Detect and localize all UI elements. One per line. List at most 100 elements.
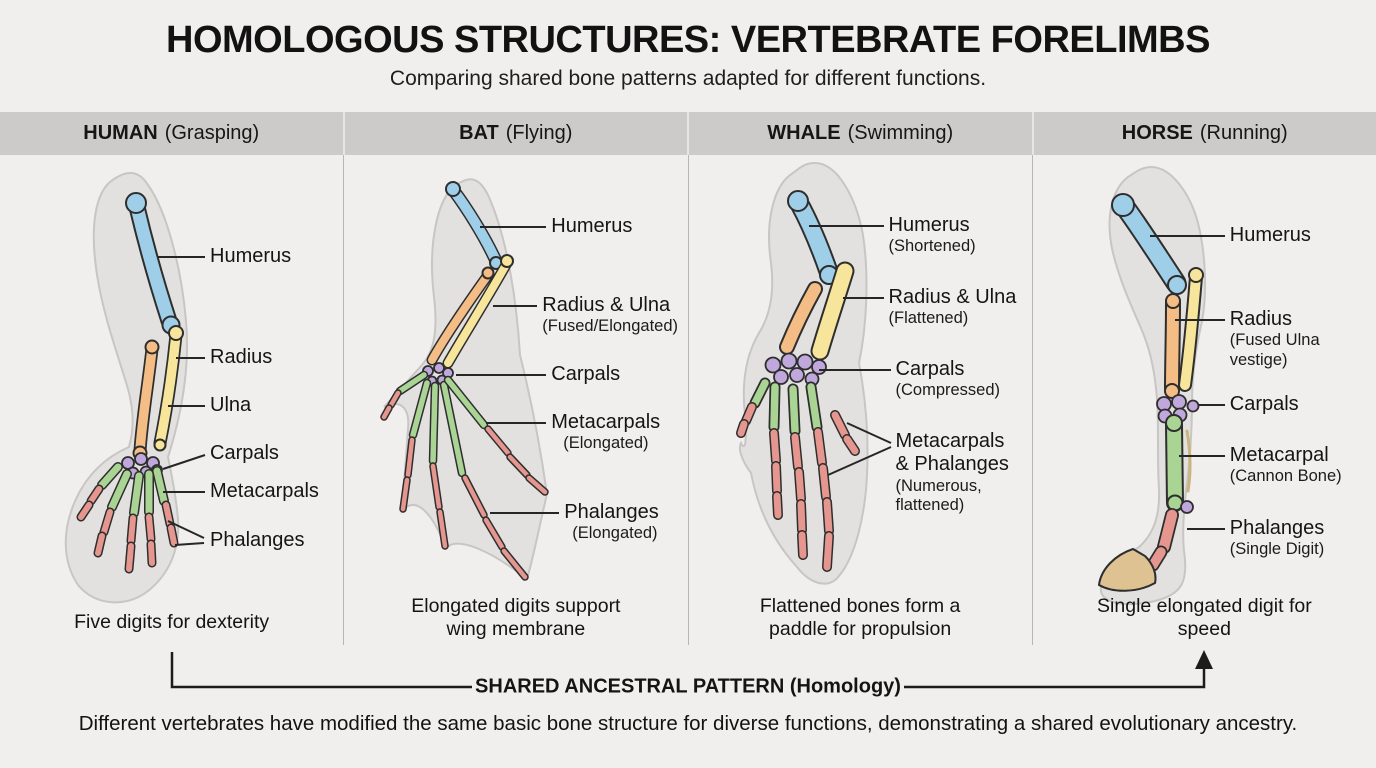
label-humerus: Humerus	[1230, 224, 1311, 247]
label-radius-ulna: Radius & Ulna (Flattened)	[889, 286, 1017, 329]
label-sub: (Shortened)	[888, 237, 976, 256]
leader-lines	[1149, 235, 1225, 530]
label-text: Metacarpals	[895, 430, 1005, 452]
label-sub: (Cannon Bone)	[1229, 467, 1342, 486]
caption-bat: Elongated digits support wing membrane	[344, 595, 687, 641]
label-text: Radius & Ulna	[888, 286, 1017, 308]
label-text: Phalanges	[564, 501, 659, 523]
hoof	[1097, 547, 1157, 592]
radius-bone	[778, 281, 823, 355]
caption-text: Five digits for dexterity	[74, 611, 270, 633]
label-sub: (Elongated)	[563, 434, 649, 453]
columns-area: Humerus Radius Ulna Carpals Metacarpals …	[0, 155, 1376, 645]
humerus-bone	[786, 190, 839, 285]
label-humerus: Humerus	[551, 215, 632, 238]
metacarpal-bones	[749, 377, 822, 437]
label-phalanges: Phalanges	[210, 529, 305, 552]
human-forelimb-illustration	[64, 172, 206, 604]
label-metacarpals: Metacarpals	[210, 480, 319, 503]
phalanx-bones	[735, 402, 860, 572]
label-sub: (Fused Ulna	[1229, 331, 1320, 350]
column-header-bat: BAT (Flying)	[345, 112, 689, 155]
radius-bone	[1163, 293, 1181, 399]
label-carpals: Carpals	[210, 442, 279, 465]
phalanx-bones	[76, 484, 179, 574]
column-header-whale: WHALE (Swimming)	[689, 112, 1034, 155]
label-phalanges: Phalanges (Single Digit)	[1230, 517, 1325, 560]
header: HOMOLOGOUS STRUCTURES: VERTEBRATE FORELI…	[0, 0, 1376, 112]
label-text: Radius	[1229, 308, 1293, 330]
label-text: Humerus	[888, 214, 970, 236]
page-subtitle: Comparing shared bone patterns adapted f…	[389, 67, 987, 90]
label-text: Metacarpal	[1229, 444, 1329, 466]
label-metacarpal: Metacarpal (Cannon Bone)	[1230, 444, 1342, 487]
humerus-bone	[1110, 193, 1187, 295]
animal-name: BAT	[459, 122, 499, 144]
ulna-bone	[810, 261, 854, 361]
label-text: Carpals	[1229, 393, 1299, 415]
animal-name: HUMAN	[83, 122, 158, 144]
horse-foreleg-illustration	[1097, 165, 1225, 606]
label-sub: (Fused/Elongated)	[542, 317, 678, 336]
column-header-horse: HORSE (Running)	[1034, 112, 1376, 155]
label-ulna: Ulna	[210, 394, 251, 417]
metacarpal-bones	[396, 370, 489, 478]
footer-text: Different vertebrates have modified the …	[78, 712, 1298, 735]
label-radius-ulna: Radius & Ulna (Fused/Elongated)	[542, 294, 678, 337]
bracket-lines	[170, 650, 1213, 689]
label-sub: (Compressed)	[895, 381, 1001, 400]
carpal-bones	[764, 352, 827, 387]
label-radius: Radius	[210, 346, 272, 369]
animal-name: WHALE	[767, 122, 841, 144]
bracket-label: SHARED ANCESTRAL PATTERN (Homology)	[475, 675, 901, 698]
label-text: Humerus	[551, 215, 633, 237]
label-carpals: Carpals	[551, 363, 620, 386]
page-title: HOMOLOGOUS STRUCTURES: VERTEBRATE FORELI…	[166, 19, 1210, 61]
footer: Different vertebrates have modified the …	[0, 695, 1376, 768]
leader-lines	[158, 256, 206, 546]
bracket-left-line	[170, 652, 472, 689]
column-whale: Humerus (Shortened) Radius & Ulna (Flatt…	[689, 155, 1033, 645]
label-sub2: flattened)	[895, 496, 965, 515]
label-carpals: Carpals (Compressed)	[896, 358, 1001, 401]
label-humerus: Humerus (Shortened)	[889, 214, 976, 257]
metacarpal-bones	[97, 462, 169, 518]
bracket-right-line	[904, 663, 1206, 689]
label-text: Metacarpals	[210, 480, 319, 502]
phalanx-bones	[380, 389, 549, 581]
label-text2: & Phalanges	[895, 453, 1009, 476]
animal-function: (Swimming)	[847, 122, 954, 144]
leader-lines	[808, 225, 891, 476]
label-text: Radius & Ulna	[542, 294, 671, 316]
ulna-vestige	[1185, 429, 1192, 493]
animal-function: (Flying)	[505, 122, 573, 144]
bat-forelimb-illustration	[380, 178, 560, 581]
label-radius: Radius (Fused Ulna vestige)	[1230, 308, 1320, 370]
humerus-bone	[125, 192, 181, 335]
label-metacarpals: Metacarpals (Elongated)	[551, 411, 660, 454]
column-horse: Humerus Radius (Fused Ulna vestige) Carp…	[1033, 155, 1376, 645]
homology-bracket: SHARED ANCESTRAL PATTERN (Homology)	[0, 645, 1376, 698]
label-text: Phalanges	[210, 529, 305, 551]
label-carpals: Carpals	[1230, 393, 1299, 416]
label-humerus: Humerus	[210, 245, 291, 268]
whale-flipper-illustration	[735, 161, 891, 585]
label-sub: (Numerous,	[895, 476, 982, 495]
column-header-human: HUMAN (Grasping)	[0, 112, 345, 155]
ulna-bone	[153, 325, 184, 452]
bat-wing-membrane	[383, 178, 549, 581]
caption-text: Elongated digits support wing membrane	[411, 595, 621, 640]
label-sub: (Flattened)	[888, 309, 969, 328]
column-bat: Humerus Radius & Ulna (Fused/Elongated) …	[344, 155, 689, 645]
phalanx-bones	[1146, 508, 1179, 572]
animal-function: (Grasping)	[164, 122, 260, 144]
caption-human: Five digits for dexterity	[0, 611, 343, 634]
ulna-bone	[1177, 267, 1204, 392]
label-text: Phalanges	[1229, 517, 1325, 539]
label-text: Humerus	[210, 245, 292, 267]
label-sub: (Single Digit)	[1229, 540, 1325, 559]
caption-text: Single elongated digit for speed	[1097, 595, 1312, 640]
sesamoid-bone	[1179, 500, 1194, 514]
caption-whale: Flattened bones form a paddle for propul…	[689, 595, 1032, 641]
